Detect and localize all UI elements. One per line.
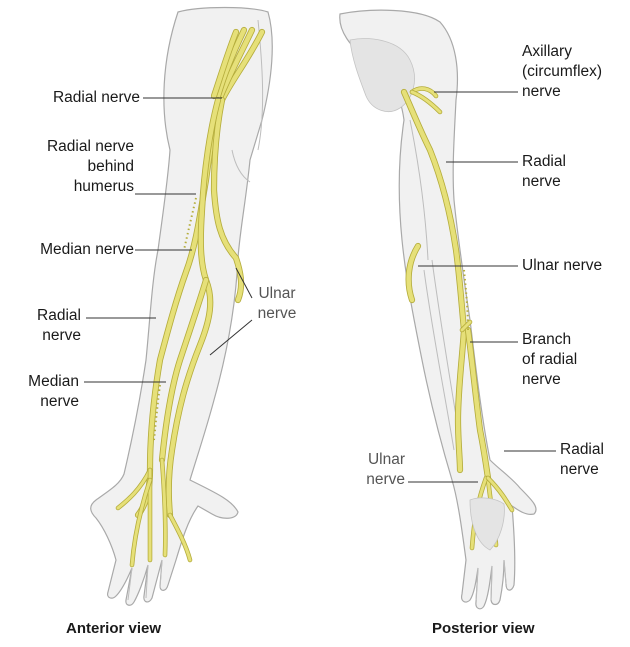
label-line: Branch bbox=[522, 330, 577, 350]
label-line: Radial bbox=[37, 306, 81, 326]
label-ulnar-nerve-elbow: Ulnar nerve bbox=[522, 256, 602, 276]
label-line: Ulnar nerve bbox=[522, 256, 602, 276]
label-line: Ulnar bbox=[248, 284, 306, 304]
label-line: nerve bbox=[248, 304, 306, 324]
caption-posterior-view: Posterior view bbox=[432, 620, 535, 637]
label-line: Radial bbox=[522, 152, 566, 172]
label-line: nerve bbox=[522, 82, 602, 102]
label-line: nerve bbox=[37, 326, 81, 346]
label-line: behind bbox=[47, 157, 134, 177]
label-radial-nerve-top: Radial nerve bbox=[53, 88, 140, 108]
label-line: Axillary bbox=[522, 42, 602, 62]
label-line: Radial nerve bbox=[47, 137, 134, 157]
label-line: Radial bbox=[560, 440, 604, 460]
label-line: nerve bbox=[522, 370, 577, 390]
label-axillary-nerve: Axillary(circumflex)nerve bbox=[522, 42, 602, 102]
label-line: nerve bbox=[522, 172, 566, 192]
label-line: Median nerve bbox=[40, 240, 134, 260]
label-median-nerve-top: Median nerve bbox=[40, 240, 134, 260]
label-line: Radial nerve bbox=[53, 88, 140, 108]
caption-anterior-view: Anterior view bbox=[66, 620, 161, 637]
label-line: of radial bbox=[522, 350, 577, 370]
label-line: Median bbox=[28, 372, 79, 392]
label-line: nerve bbox=[560, 460, 604, 480]
label-line: Ulnar bbox=[366, 450, 405, 470]
label-line: (circumflex) bbox=[522, 62, 602, 82]
posterior-arm-drawing bbox=[340, 10, 536, 609]
label-line: humerus bbox=[47, 177, 134, 197]
label-line: nerve bbox=[366, 470, 405, 490]
label-line: nerve bbox=[28, 392, 79, 412]
